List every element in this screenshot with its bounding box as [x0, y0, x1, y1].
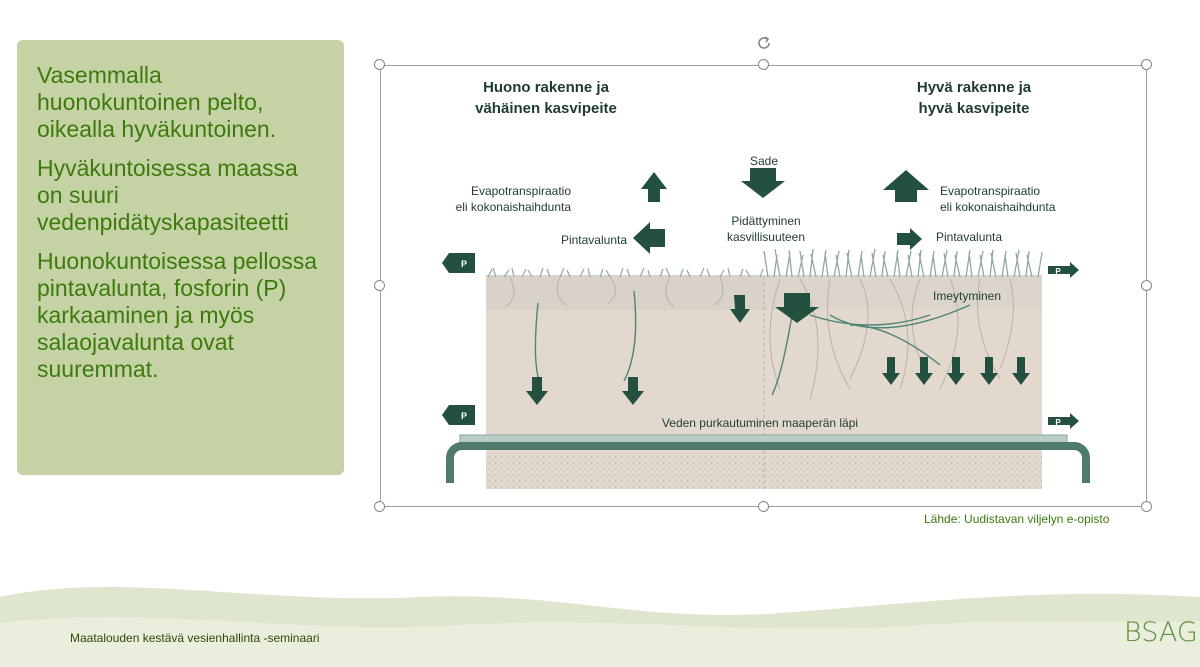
bullet-1: Vasemmalla huonokuntoinen pelto, oikeall… [37, 62, 277, 142]
left-title-line1: Huono rakenne ja [483, 79, 610, 96]
p-label-4: P [1055, 418, 1061, 427]
label-evap-left-2: eli kokonaishaihdunta [456, 200, 572, 214]
grass-left [487, 267, 764, 278]
left-title-line2: vähäinen kasvipeite [475, 100, 617, 117]
right-title-line2: hyvä kasvipeite [919, 100, 1030, 117]
roots [504, 276, 1014, 400]
bsag-logo: BSAG [1124, 617, 1198, 648]
p-runoff-right-icon [1048, 262, 1079, 278]
percolation-right-2-icon [915, 357, 933, 385]
evaporation-left-arrow-icon [641, 172, 667, 202]
percolation-right-4-icon [980, 357, 998, 385]
label-drainage: Veden purkautuminen maaperän läpi [662, 416, 858, 430]
label-evap-right-2: eli kokonaishaihdunta [940, 200, 1056, 214]
resize-handle-bottom-right[interactable] [1141, 501, 1152, 512]
resize-handle-right[interactable] [1141, 280, 1152, 291]
label-retention-1: Pidättyminen [731, 214, 800, 228]
resize-handle-top-left[interactable] [374, 59, 385, 70]
percolation-right-5-icon [1012, 357, 1030, 385]
resize-handle-top[interactable] [758, 59, 769, 70]
roots-highlight [534, 290, 971, 396]
infiltration-left-arrow-icon [730, 295, 750, 323]
p-label-2: P [461, 411, 467, 421]
right-title-line1: Hyvä rakenne ja [917, 79, 1032, 96]
p-badges: P P P P [442, 253, 1079, 429]
p-label-3: P [1055, 267, 1061, 276]
arrows [526, 168, 1030, 405]
resize-handle-bottom[interactable] [758, 501, 769, 512]
percolation-left-2-icon [622, 377, 644, 405]
label-runoff-right: Pintavalunta [936, 230, 1002, 244]
percolation-left-1-icon [526, 377, 548, 405]
topsoil-right [764, 275, 1042, 310]
drain-pipe [446, 434, 1090, 483]
p-label-1: P [461, 259, 467, 269]
footer-title: Maatalouden kestävä vesienhallinta -semi… [70, 631, 320, 645]
runoff-left-arrow-icon [633, 222, 665, 254]
resize-handle-left[interactable] [374, 280, 385, 291]
resize-handle-top-right[interactable] [1141, 59, 1152, 70]
p-drain-right-icon [1048, 413, 1079, 429]
rotate-handle-icon[interactable] [756, 35, 772, 51]
p-runoff-left-icon [442, 253, 475, 273]
soil-structure-diagram[interactable]: Huono rakenne ja vähäinen kasvipeite Hyv… [380, 65, 1148, 507]
label-infiltration: Imeytyminen [933, 289, 1001, 303]
source-caption: Lähde: Uudistavan viljelyn e-opisto [924, 512, 1110, 526]
text-panel: Vasemmalla huonokuntoinen pelto, oikeall… [17, 40, 344, 475]
footer-wave [0, 587, 1200, 667]
grass-right [763, 248, 1043, 278]
runoff-right-arrow-icon [897, 228, 922, 250]
label-evap-right-1: Evapotranspiraatio [940, 184, 1040, 198]
percolation-right-3-icon [947, 357, 965, 385]
resize-handle-bottom-left[interactable] [374, 501, 385, 512]
label-evap-left-1: Evapotranspiraatio [471, 184, 571, 198]
infiltration-right-arrow-icon [775, 293, 819, 323]
bullet-2: Hyväkuntoisessa maassa on suuri vedenpid… [37, 155, 298, 235]
evaporation-right-arrow-icon [883, 170, 929, 202]
label-runoff-left: Pintavalunta [561, 233, 627, 247]
label-retention-2: kasvillisuuteen [727, 230, 805, 244]
p-drain-left-icon [442, 405, 475, 425]
rain-arrow-icon [741, 168, 785, 198]
label-rain: Sade [750, 154, 778, 168]
topsoil-left [486, 275, 764, 310]
percolation-right-1-icon [882, 357, 900, 385]
bullet-3: Huonokuntoisessa pellossa pintavalunta, … [37, 248, 318, 382]
